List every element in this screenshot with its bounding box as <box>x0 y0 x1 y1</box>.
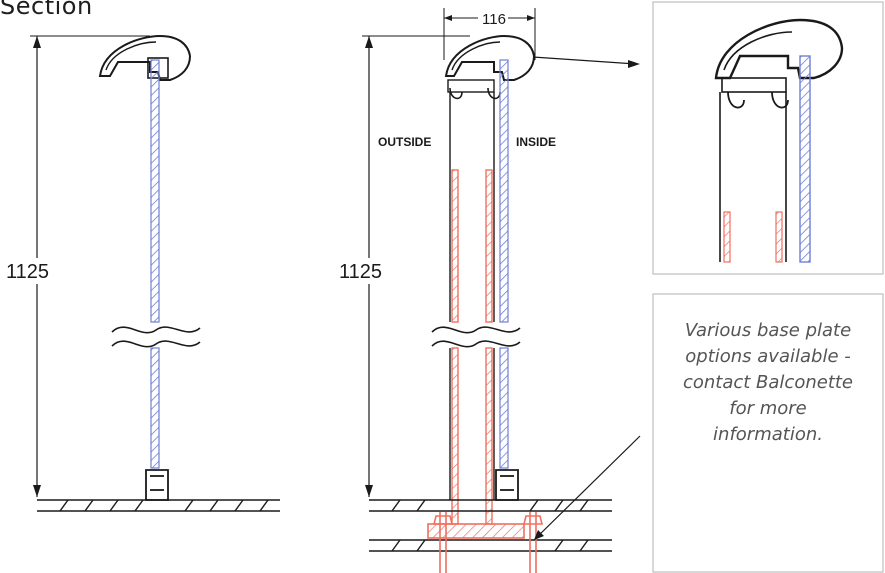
note-frame <box>652 293 884 573</box>
center-base-shoe <box>495 469 519 501</box>
detail-post-fixing-right <box>775 211 783 263</box>
left-section-view: 1125 <box>3 34 280 512</box>
center-post-fixing <box>451 169 493 525</box>
detail-view <box>652 1 884 275</box>
left-glass-panel-lower <box>150 347 160 469</box>
base-plate-note: Various base plate options available - c… <box>682 320 854 445</box>
left-dimension-arrow-top <box>33 36 41 48</box>
detail-callout-leader <box>517 55 637 65</box>
center-height-label: 1125 <box>339 261 382 283</box>
left-break-symbol <box>111 326 201 348</box>
inside-label: INSIDE <box>516 135 556 149</box>
center-handrail <box>444 34 536 100</box>
note-leader <box>533 435 641 541</box>
left-height-label: 1125 <box>6 261 49 283</box>
center-glass-panel-lower <box>499 347 509 469</box>
section-title: Section <box>0 0 93 20</box>
center-base-plate <box>427 512 544 573</box>
detail-post-fixing-left <box>723 211 731 263</box>
center-floor-slab-upper <box>369 499 612 512</box>
center-section-view: 116 1125 <box>337 8 641 573</box>
center-width-dimension: 116 <box>443 8 536 60</box>
center-glass-panel-upper <box>499 59 509 323</box>
left-handrail <box>98 34 192 81</box>
center-floor-slab-lower <box>369 539 612 552</box>
left-dimension-arrow-bottom <box>33 485 41 497</box>
center-width-label: 116 <box>482 11 506 28</box>
center-post <box>449 92 495 500</box>
detail-glass-panel <box>799 55 811 263</box>
left-base-shoe <box>145 469 169 501</box>
outside-label: OUTSIDE <box>378 135 431 149</box>
center-break-symbol <box>431 326 521 348</box>
detail-post <box>719 92 787 262</box>
left-floor-slab <box>37 499 280 512</box>
left-glass-panel-upper <box>150 59 160 323</box>
